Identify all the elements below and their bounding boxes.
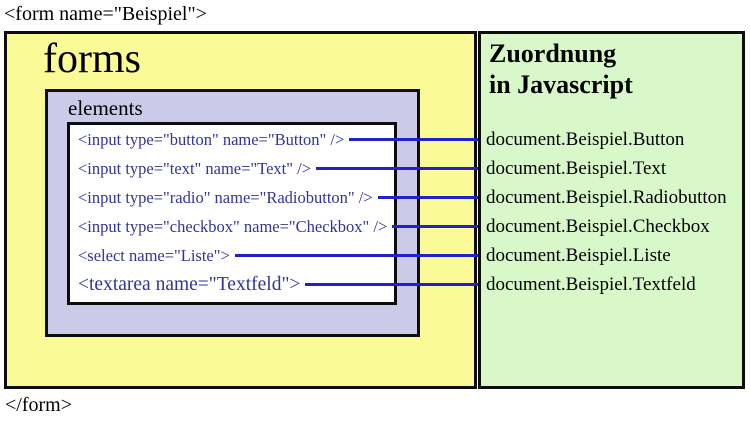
connector-line [349, 138, 478, 141]
js-panel-title-line1: Zuordnung [489, 39, 617, 68]
element-code: <input type="text" name="Text" /> [78, 158, 312, 178]
connector-line [234, 254, 478, 257]
form-element-row: <input type="button" name="Button" /> [78, 125, 478, 154]
form-close-tag: </form> [5, 394, 72, 416]
js-panel-title: Zuordnung in Javascript [489, 38, 742, 100]
form-element-row: <textarea name="Textfeld"> [78, 270, 478, 299]
form-open-tag: <form name="Beispiel"> [4, 3, 207, 25]
form-element-row: <input type="text" name="Text" /> [78, 154, 478, 183]
js-reference: document.Beispiel.Button [486, 128, 685, 150]
element-code: <input type="button" name="Button" /> [78, 129, 345, 149]
form-element-row: <input type="checkbox" name="Checkbox" /… [78, 212, 478, 241]
js-panel-title-line2: in Javascript [489, 70, 633, 100]
connector-line [316, 167, 478, 170]
element-code: <textarea name="Textfeld"> [78, 273, 301, 295]
js-mapping-panel: Zuordnung in Javascript document.Beispie… [478, 31, 745, 389]
form-element-row: <select name="Liste"> [78, 241, 478, 270]
connector-line [305, 283, 478, 286]
js-reference: document.Beispiel.Text [486, 157, 667, 179]
element-code: <input type="radio" name="Radiobutton" /… [78, 187, 373, 207]
js-reference: document.Beispiel.Checkbox [486, 215, 710, 237]
js-reference: document.Beispiel.Textfeld [486, 273, 696, 295]
connector-line [392, 225, 478, 228]
element-list-box: <input type="button" name="Button" /> <i… [67, 122, 478, 305]
js-reference: document.Beispiel.Radiobutton [486, 186, 727, 208]
js-reference-list: document.Beispiel.Button document.Beispi… [481, 125, 742, 299]
element-code: <select name="Liste"> [78, 245, 230, 265]
js-reference: document.Beispiel.Liste [486, 244, 671, 266]
element-code: <input type="checkbox" name="Checkbox" /… [78, 216, 388, 236]
elements-label: elements [68, 96, 143, 120]
forms-label: forms [43, 36, 141, 82]
form-element-row: <input type="radio" name="Radiobutton" /… [78, 183, 478, 212]
connector-line [377, 196, 478, 199]
